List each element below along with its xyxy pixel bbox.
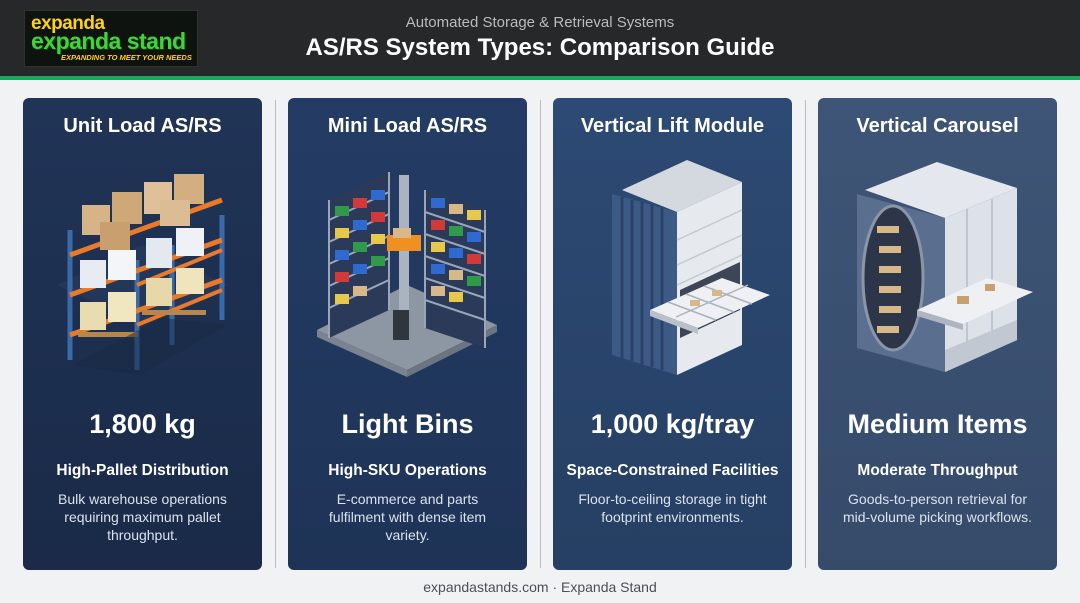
card-unit-load: Unit Load AS/RS 1,800 kg	[23, 98, 262, 570]
bin-shelving-illustration	[317, 172, 497, 377]
card-mini-load: Mini Load AS/RS	[288, 98, 527, 570]
pallet-rack-illustration	[57, 174, 227, 375]
card-subtitle: Space-Constrained Facilities	[566, 462, 779, 479]
card-title: Mini Load AS/RS	[327, 115, 488, 137]
header-bar: expanda expanda stand EXPANDING TO MEET …	[0, 0, 1080, 76]
logo-main-text: expanda stand	[31, 28, 186, 54]
card-vertical-carousel: Vertical Carousel Medium Items Moderate	[818, 98, 1057, 570]
card-metric: 1,000 kg/tray	[590, 409, 755, 439]
card-title: Vertical Lift Module	[580, 115, 765, 137]
card-metric: Light Bins	[341, 409, 474, 439]
card-subtitle: Moderate Throughput	[857, 462, 1018, 479]
divider	[540, 100, 541, 568]
card-description: Bulk warehouse operations requiring maxi…	[58, 491, 227, 543]
header-accent-stripe	[0, 76, 1080, 80]
footer-credit[interactable]: expandastands.com · Expanda Stand	[423, 579, 657, 595]
page-subtitle: Automated Storage & Retrieval Systems	[405, 14, 675, 31]
divider	[275, 100, 276, 568]
card-description: Goods-to-person retrieval for mid-volume…	[842, 491, 1033, 525]
card-description: E-commerce and parts fulfilment with den…	[328, 491, 487, 543]
card-subtitle: High-SKU Operations	[328, 462, 487, 479]
divider	[805, 100, 806, 568]
card-title: Unit Load AS/RS	[63, 115, 222, 137]
card-vertical-lift-module: Vertical Lift Module	[553, 98, 792, 570]
card-title: Vertical Carousel	[856, 115, 1019, 137]
expanda-stand-logo[interactable]: expanda expanda stand EXPANDING TO MEET …	[24, 10, 198, 67]
card-metric: Medium Items	[847, 409, 1028, 439]
vertical-lift-module-illustration	[612, 160, 770, 375]
logo-tagline: EXPANDING TO MEET YOUR NEEDS	[61, 53, 192, 62]
logo-top-text: expanda	[31, 13, 105, 34]
card-subtitle: High-Pallet Distribution	[56, 462, 229, 479]
vertical-carousel-illustration	[857, 162, 1033, 372]
page-title: AS/RS System Types: Comparison Guide	[305, 34, 775, 61]
card-metric: 1,800 kg	[89, 409, 196, 439]
card-description: Floor-to-ceiling storage in tight footpr…	[578, 491, 767, 525]
